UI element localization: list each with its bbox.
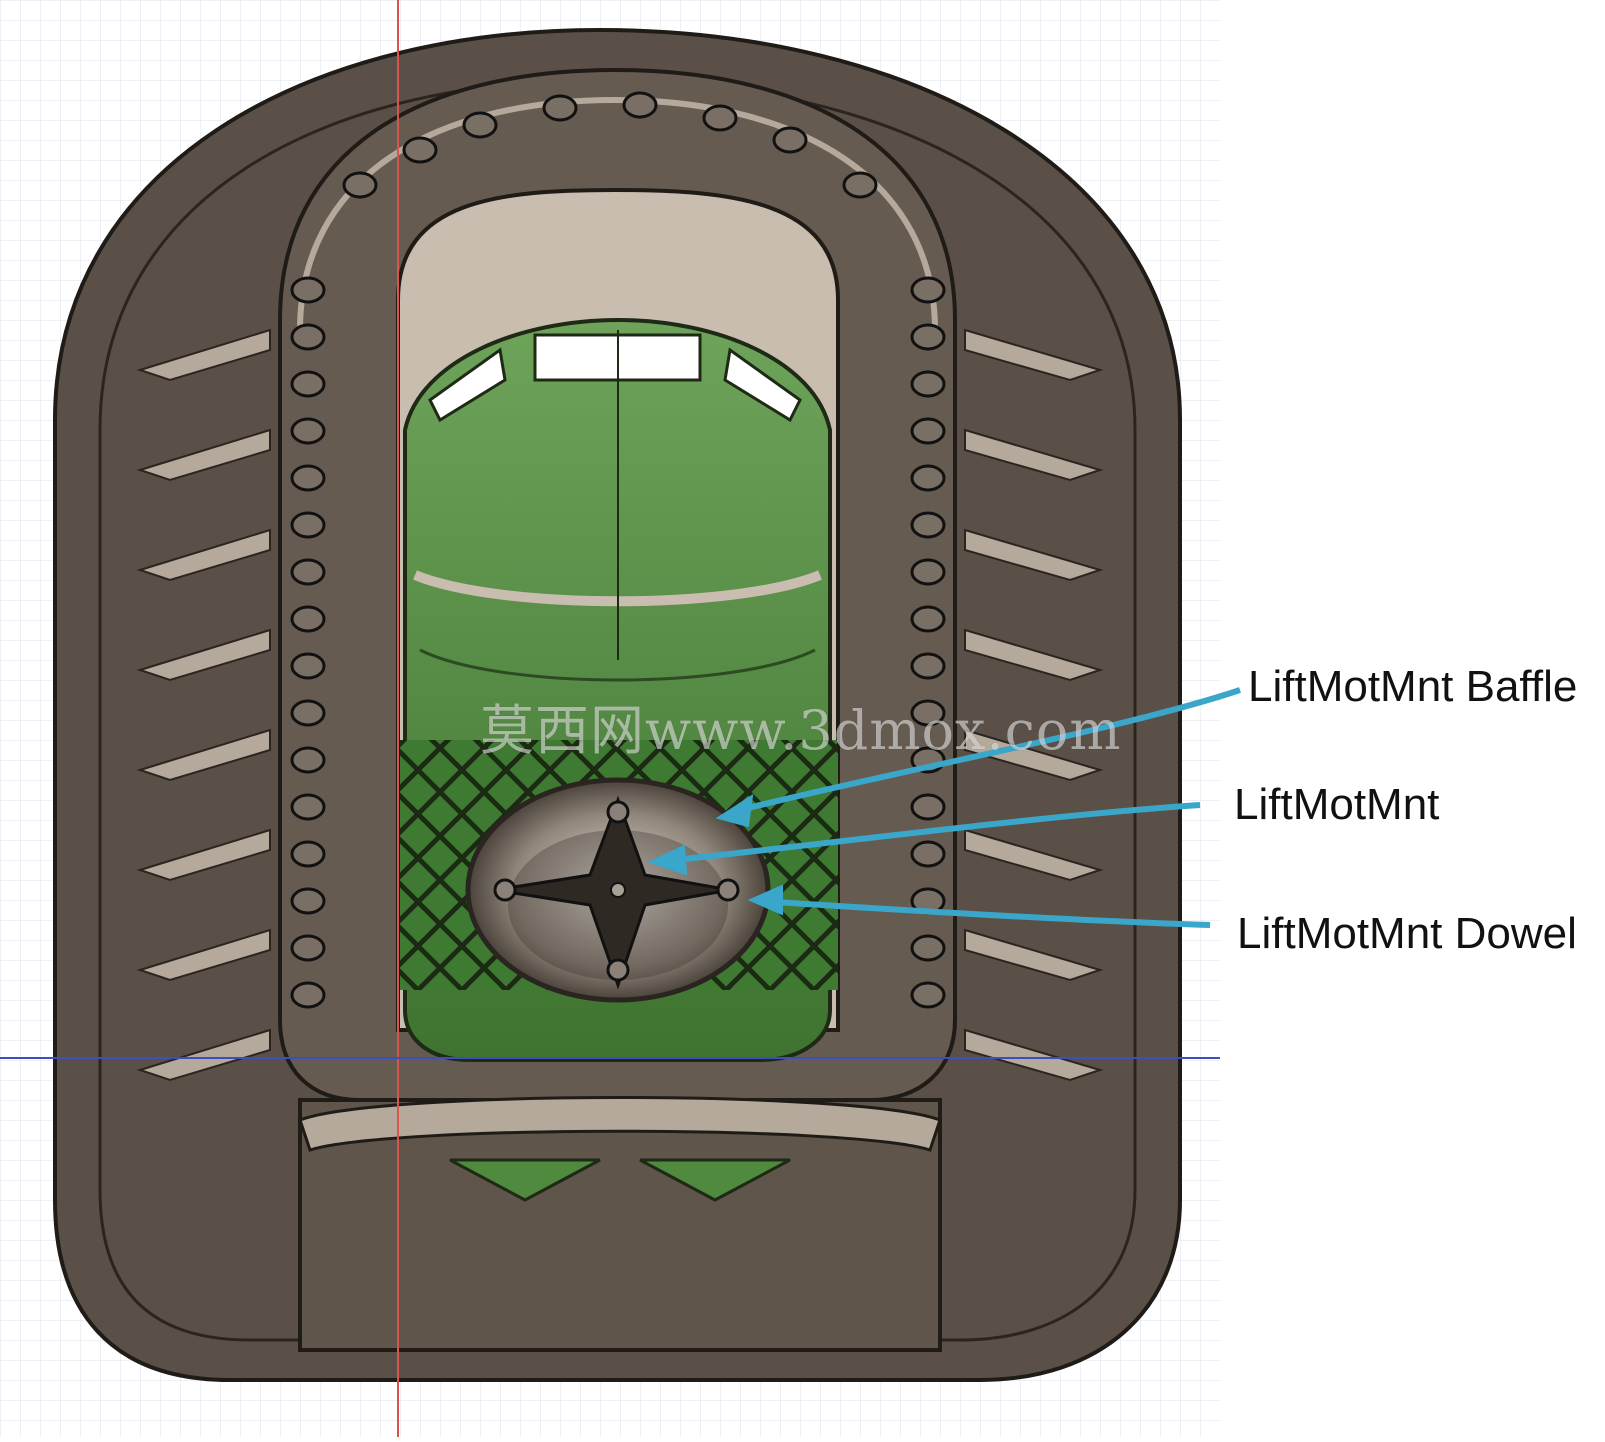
bolt-hole	[290, 605, 326, 633]
rib-right	[964, 928, 1104, 982]
bolt-hole	[290, 746, 326, 774]
bolt-hole	[290, 323, 326, 351]
callout-liftmotmnt-dowel: LiftMotMnt Dowel	[1237, 909, 1577, 958]
bolt-hole	[910, 511, 946, 539]
frame-bolt-holes	[290, 91, 946, 1009]
bolt-hole	[290, 511, 326, 539]
bolt-hole	[290, 417, 326, 445]
arrow-baffle-head	[715, 793, 754, 828]
bolt-hole	[290, 840, 326, 868]
bolt-hole	[290, 981, 326, 1009]
dowel-top	[606, 800, 630, 824]
rib-left	[136, 1028, 271, 1082]
dowel-right	[716, 878, 740, 902]
callout-liftmotmnt-baffle: LiftMotMnt Baffle	[1248, 662, 1578, 711]
bolt-hole	[622, 91, 658, 119]
hull-side-ribs	[136, 328, 1104, 1082]
bolt-hole	[702, 104, 738, 132]
rear-crossbar	[298, 1096, 942, 1152]
bolt-hole	[290, 276, 326, 304]
bolt-hole	[542, 94, 578, 122]
bolt-hole	[910, 276, 946, 304]
bolt-hole	[910, 652, 946, 680]
rib-left	[136, 528, 271, 582]
arrow-mount	[674, 802, 1201, 863]
bolt-hole	[910, 323, 946, 351]
bolt-hole	[462, 111, 498, 139]
rib-right	[964, 828, 1104, 882]
dowel-bottom	[606, 958, 630, 982]
bolt-hole	[910, 981, 946, 1009]
bolt-hole	[290, 558, 326, 586]
bolt-hole	[910, 605, 946, 633]
bolt-hole	[910, 840, 946, 868]
bolt-hole	[910, 370, 946, 398]
bolt-hole	[910, 793, 946, 821]
arrow-baffle	[739, 687, 1241, 813]
bolt-hole	[842, 171, 878, 199]
bolt-hole	[910, 558, 946, 586]
callout-arrows	[647, 687, 1241, 928]
duct-window-right	[723, 347, 802, 423]
bolt-hole	[910, 464, 946, 492]
bolt-hole	[910, 699, 946, 727]
dowel-left	[493, 878, 517, 902]
inner-frame-rim	[297, 96, 938, 331]
bolt-hole	[290, 370, 326, 398]
rib-left	[136, 328, 271, 382]
arrow-mount-head	[647, 844, 688, 876]
arrow-dowel-head	[747, 884, 783, 916]
bolt-hole	[290, 652, 326, 680]
rib-right	[964, 428, 1104, 482]
rib-right	[964, 628, 1104, 682]
bolt-hole	[290, 699, 326, 727]
rib-right	[964, 728, 1104, 782]
rib-left	[136, 928, 271, 982]
bolt-hole	[402, 136, 438, 164]
bolt-hole	[290, 887, 326, 915]
bolt-hole	[290, 793, 326, 821]
bolt-hole	[290, 934, 326, 962]
rib-left	[136, 828, 271, 882]
watermark-text: 莫西网www.3dmox.com	[480, 699, 1122, 762]
rear-deck	[298, 1098, 942, 1352]
bolt-hole	[342, 171, 378, 199]
rib-right	[964, 328, 1104, 382]
duct-band-lower	[419, 648, 816, 682]
bolt-hole	[910, 934, 946, 962]
hull-skirt-edge	[98, 78, 1137, 1342]
rib-left	[136, 728, 271, 782]
rib-right	[964, 1028, 1104, 1082]
rib-left	[136, 628, 271, 682]
arrow-dowel	[774, 899, 1211, 928]
rear-strut-left	[449, 1158, 601, 1202]
bolt-hole	[290, 464, 326, 492]
duct-window-left	[428, 347, 507, 423]
rear-strut-right	[639, 1158, 791, 1202]
rib-left	[136, 428, 271, 482]
callout-liftmotmnt: LiftMotMnt	[1234, 780, 1440, 829]
motor-shaft	[610, 882, 626, 898]
rib-right	[964, 528, 1104, 582]
bolt-hole	[910, 417, 946, 445]
bolt-hole	[772, 126, 808, 154]
